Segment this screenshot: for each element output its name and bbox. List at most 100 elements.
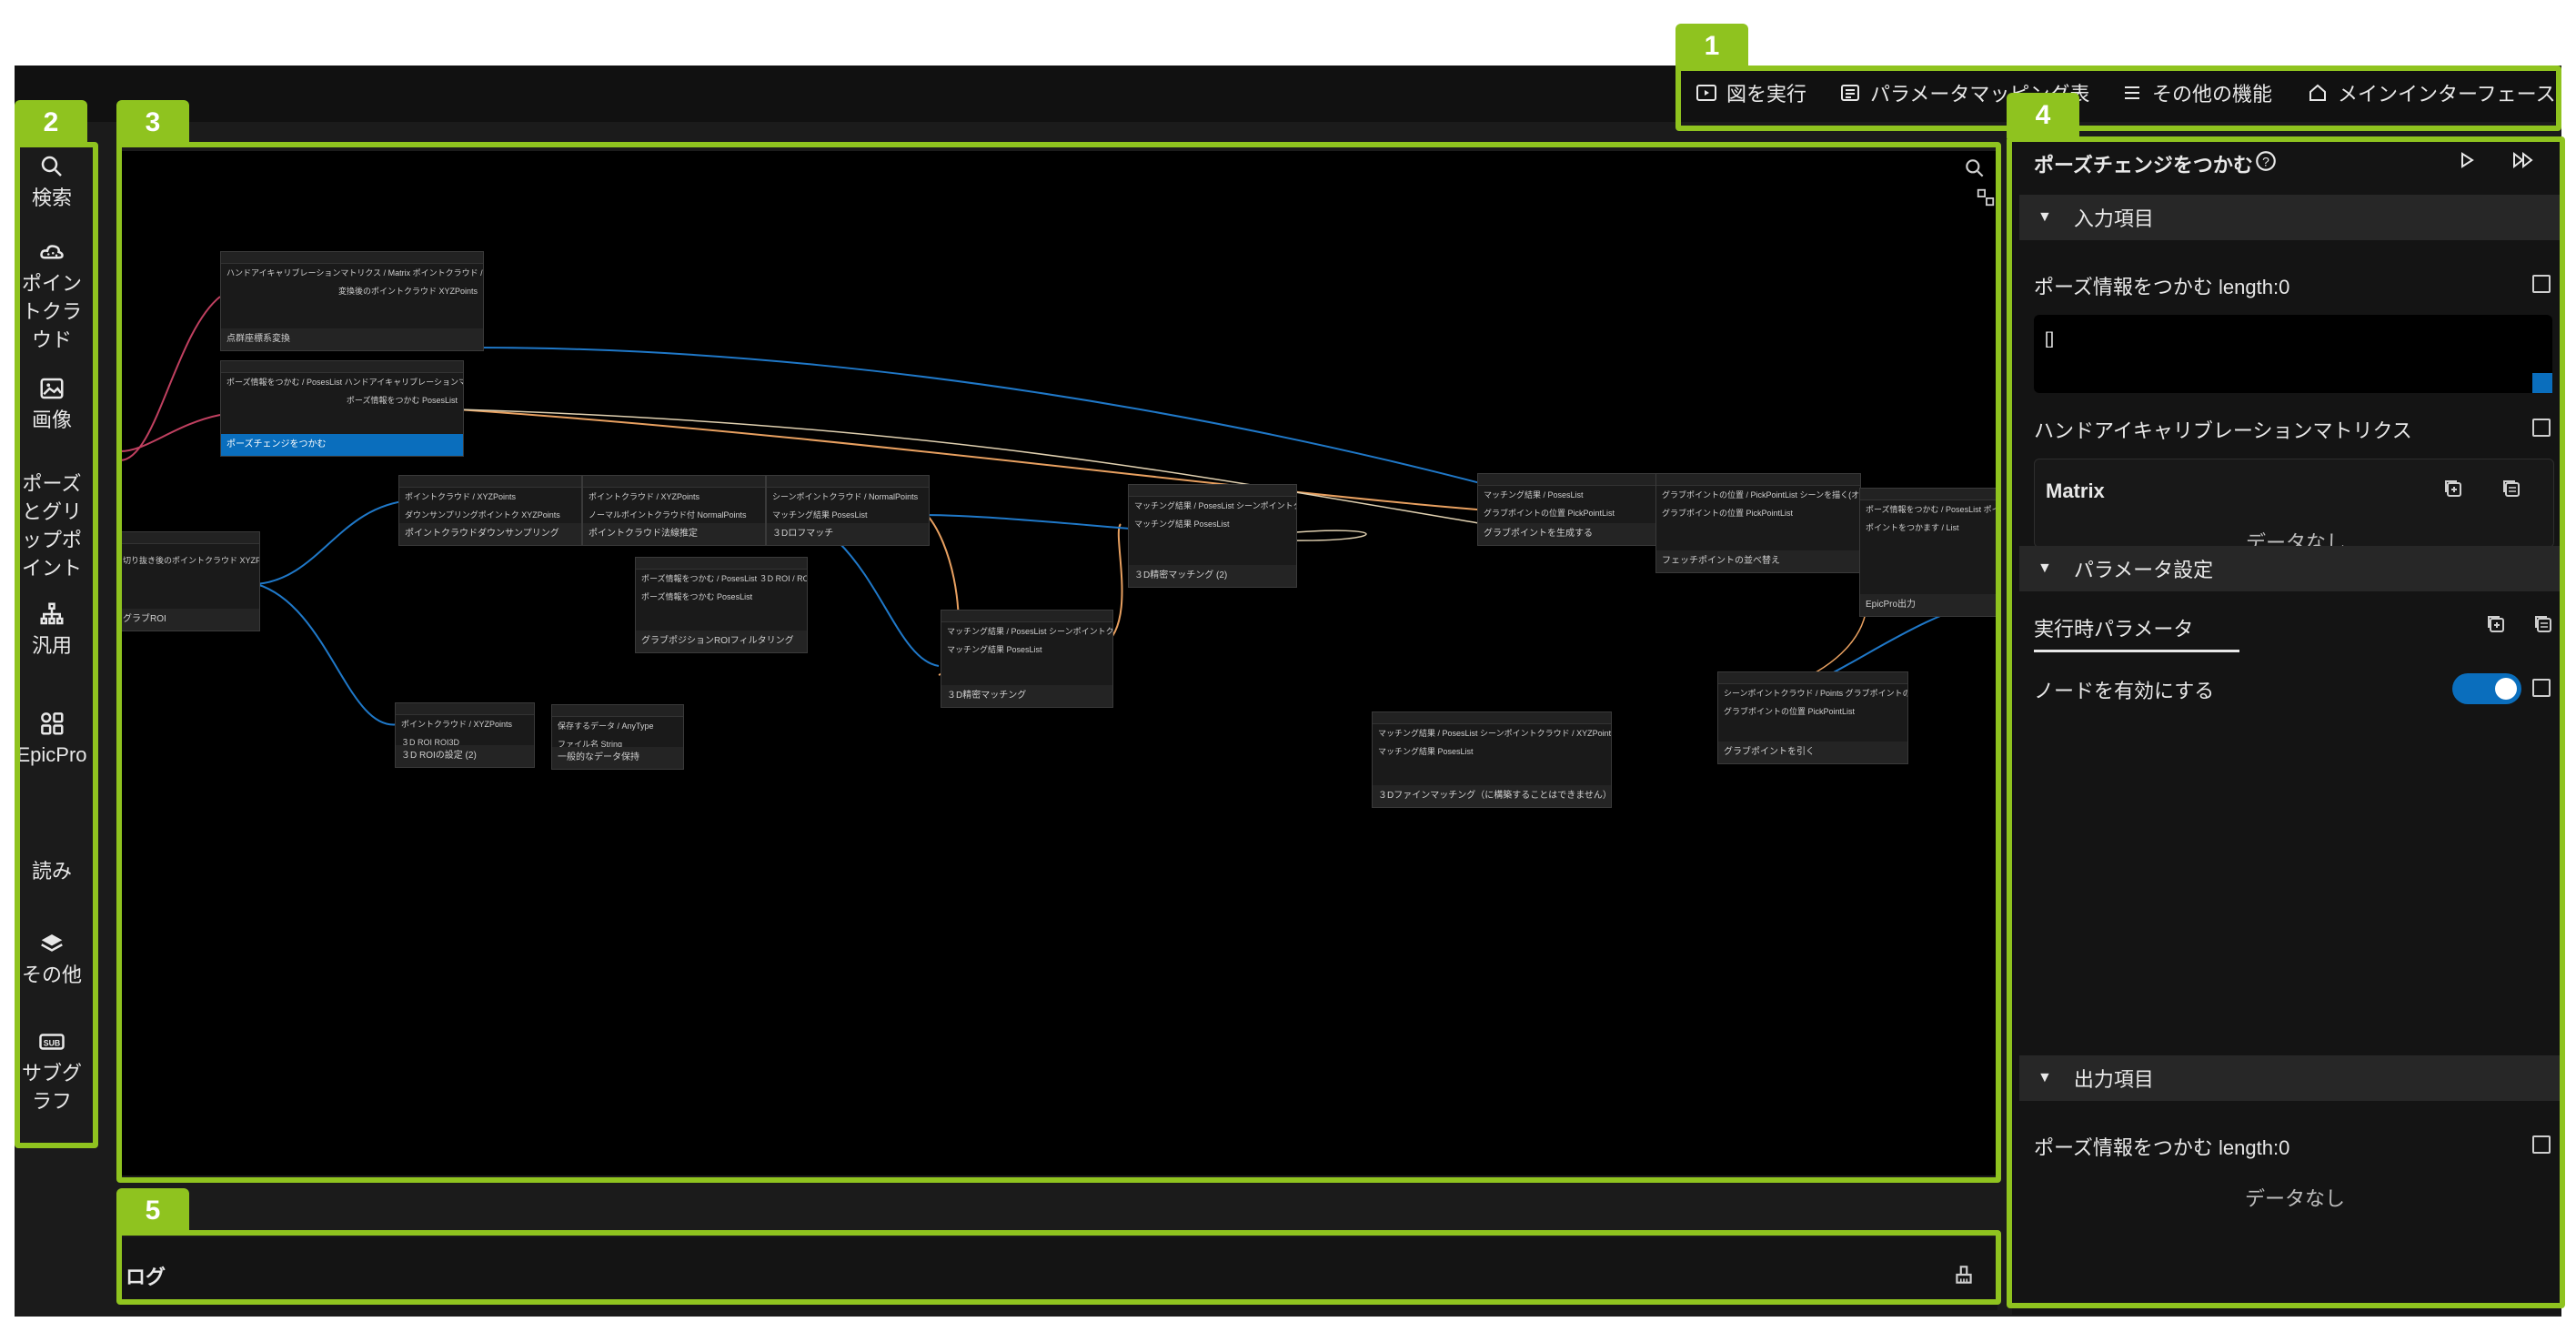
input-section-header[interactable]: ▼ 入力項目 xyxy=(2019,195,2561,240)
svg-text:?: ? xyxy=(2262,154,2269,168)
node-outputs: ポイントをつかます / List xyxy=(1866,523,1959,532)
collapse-icon: ▼ xyxy=(2038,1070,2052,1085)
node-inputs: マッチング結果 / PosesList シーンポイントクラウド / Normal… xyxy=(1134,501,1296,510)
sidebar-item-label: 読み xyxy=(31,860,72,883)
copy-param-icon[interactable] xyxy=(2532,613,2554,635)
other-features-button[interactable]: その他の機能 xyxy=(2121,73,2272,113)
graph-node[interactable]: ポーズ情報をつかむ / PosesList ３D ROI / ROI3D ポーズ… xyxy=(635,557,808,653)
annotation-frame-1 xyxy=(1675,66,2561,131)
log-title: ログ xyxy=(126,1266,166,1288)
main-interface-button[interactable]: メインインターフェース xyxy=(2307,73,2556,113)
sidebar-item-epicpro[interactable]: EpicPro xyxy=(13,710,91,769)
active-tab-underline xyxy=(2034,650,2239,652)
node-outputs: マッチング結果 PosesList xyxy=(1134,520,1230,529)
pose-input-field[interactable]: [] xyxy=(2034,315,2552,393)
sidebar-item-label: ポイントクラウド xyxy=(21,272,82,351)
graph-node[interactable]: マッチング結果 / PosesList シーンポイントクラウド / Normal… xyxy=(941,610,1113,708)
section-label: パラメータ設定 xyxy=(2073,559,2214,581)
sidebar-item-general[interactable]: 汎用 xyxy=(18,600,86,660)
graph-node[interactable]: 保存するデータ / AnyType ファイル名 String 一般的なデータ保持 xyxy=(551,704,684,770)
sidebar-item-search[interactable]: 検索 xyxy=(18,153,86,212)
graph-node[interactable]: 切り抜き後のポイントクラウド XYZPoints グラブROI xyxy=(120,531,260,631)
run-from-node-icon[interactable] xyxy=(2511,149,2536,171)
sidebar-item-label: サブグラフ xyxy=(21,1062,82,1113)
pose-output-checkbox[interactable] xyxy=(2532,1135,2551,1154)
image-icon xyxy=(40,378,64,399)
enable-node-toggle[interactable] xyxy=(2452,673,2521,704)
graph-node[interactable]: マッチング結果 / PosesList シーンポイントクラウド / Normal… xyxy=(1128,484,1297,588)
node-outputs: ファイル名 String xyxy=(558,740,623,749)
pose-output-label: ポーズ情報をつかむ length:0 xyxy=(2034,1136,2290,1159)
annotation-frame-4 xyxy=(2007,136,2565,1308)
matrix-input-checkbox[interactable] xyxy=(2532,419,2551,437)
add-copy-icon[interactable] xyxy=(2442,478,2464,499)
layers-icon xyxy=(41,934,63,952)
sidebar-item-other[interactable]: その他 xyxy=(18,930,86,989)
sidebar-item-label: 画像 xyxy=(31,409,72,431)
annotation-frame-5 xyxy=(116,1230,2001,1305)
grid-icon xyxy=(41,712,64,735)
sidebar-item-read[interactable]: 読み xyxy=(18,857,86,885)
toggle-knob xyxy=(2495,678,2517,700)
node-title: グラブポイントを生成する xyxy=(1478,523,1656,545)
graph-node[interactable]: ポイントクラウド / XYZPoints ３D ROI ROI3D ３D ROI… xyxy=(395,702,535,768)
graph-node[interactable]: ポイントクラウド / XYZPoints ノーマルポイントクラウド付 Norma… xyxy=(582,475,766,546)
output-section-header[interactable]: ▼ 出力項目 xyxy=(2019,1055,2561,1101)
canvas-search-icon[interactable] xyxy=(1963,156,1987,180)
section-label: 出力項目 xyxy=(2073,1068,2154,1091)
node-outputs: 切り抜き後のポイントクラウド XYZPoints xyxy=(123,556,259,565)
node-title: ポーズチェンジをつかむ xyxy=(221,434,463,456)
node-outputs: マッチング結果 PosesList xyxy=(1378,747,1474,756)
resize-handle[interactable] xyxy=(2532,373,2552,393)
node-outputs: ノーマルポイントクラウド付 NormalPoints xyxy=(589,510,747,520)
node-inputs: マッチング結果 / PosesList シーンポイントクラウド / XYZPoi… xyxy=(1378,729,1611,738)
runtime-params-tab[interactable]: 実行時パラメータ xyxy=(2034,618,2194,641)
sidebar-item-subgraph[interactable]: SUB サブグラフ xyxy=(18,1028,86,1115)
run-graph-button[interactable]: 図を実行 xyxy=(1696,73,1806,113)
help-icon[interactable]: ? xyxy=(2254,149,2278,173)
graph-node[interactable]: シーンポイントクラウド / NormalPoints マッチング結果 Poses… xyxy=(766,475,930,546)
node-inputs: ポーズ情報をつかむ / PosesList ３D ROI / ROI3D xyxy=(641,574,807,583)
pose-input-checkbox[interactable] xyxy=(2532,275,2551,293)
node-title: グラブポジションROIフィルタリング xyxy=(636,631,807,652)
node-outputs: ３D ROI ROI3D xyxy=(401,738,460,747)
svg-text:SUB: SUB xyxy=(44,1038,60,1047)
node-title: フェッチポイントの並べ替え xyxy=(1656,550,1860,572)
collapse-icon: ▼ xyxy=(2038,209,2052,225)
table-icon xyxy=(1841,85,1859,101)
sidebar-item-image[interactable]: 画像 xyxy=(18,375,86,434)
clear-log-icon[interactable] xyxy=(1952,1263,1976,1287)
node-graph-canvas[interactable]: ハンドアイキャリブレーションマトリクス / Matrix ポイントクラウド / … xyxy=(120,151,1997,1176)
graph-node[interactable]: シーンポイントクラウド / Points グラブポイントの位置 / PickPo… xyxy=(1717,671,1908,764)
node-outputs: マッチング結果 PosesList xyxy=(772,510,868,520)
graph-node[interactable]: ポイントクラウド / XYZPoints ダウンサンプリングポイントク XYZP… xyxy=(398,475,582,546)
sidebar-item-pointcloud[interactable]: ポイントクラウド xyxy=(18,238,86,354)
node-inputs: ポーズ情報をつかむ / PosesList ポイントクラウド / XYZPoin… xyxy=(1866,505,1997,514)
graph-node[interactable]: ポーズ情報をつかむ / PosesList ポイントクラウド / XYZPoin… xyxy=(1859,488,1997,617)
sidebar-item-pose-grip[interactable]: ポーズとグリップポイント xyxy=(18,469,86,582)
canvas-layout-icon[interactable] xyxy=(1976,187,1996,207)
annotation-label-5: 5 xyxy=(116,1188,189,1234)
run-node-icon[interactable] xyxy=(2456,149,2478,171)
add-param-icon[interactable] xyxy=(2485,613,2507,635)
param-section-header[interactable]: ▼ パラメータ設定 xyxy=(2019,546,2561,591)
node-inputs: ポイントクラウド / XYZPoints xyxy=(589,492,700,501)
menu-icon xyxy=(2125,86,2139,99)
annotation-label-1: 1 xyxy=(1675,24,1748,69)
sidebar-item-label: 汎用 xyxy=(31,634,72,657)
node-inputs: グラブポイントの位置 / PickPointList シーンを描く(オブジェクト… xyxy=(1662,490,1860,499)
graph-node[interactable]: ハンドアイキャリブレーションマトリクス / Matrix ポイントクラウド / … xyxy=(220,251,484,351)
node-outputs: グラブポイントの位置 PickPointList xyxy=(1662,509,1794,518)
copy-list-icon[interactable] xyxy=(2501,478,2522,499)
node-title: ３D精密マッチング xyxy=(941,685,1112,707)
log-panel[interactable] xyxy=(120,1237,1997,1310)
pose-input-label: ポーズ情報をつかむ length:0 xyxy=(2034,276,2290,298)
graph-node[interactable]: グラブポイントの位置 / PickPointList シーンを描く(オブジェクト… xyxy=(1655,473,1861,573)
sidebar-item-label: その他 xyxy=(21,964,82,986)
enable-node-checkbox[interactable] xyxy=(2532,679,2551,697)
node-title: 点群座標系変換 xyxy=(221,328,483,350)
graph-node[interactable]: マッチング結果 / PosesList シーンポイントクラウド / XYZPoi… xyxy=(1372,711,1612,808)
node-inputs: マッチング結果 / PosesList シーンポイントクラウド / Normal… xyxy=(947,627,1112,636)
graph-node[interactable]: マッチング結果 / PosesList グラブポイントの位置 PickPoint… xyxy=(1477,473,1657,546)
graph-node-selected[interactable]: ポーズ情報をつかむ / PosesList ハンドアイキャリブレーションマトリク… xyxy=(220,360,464,457)
